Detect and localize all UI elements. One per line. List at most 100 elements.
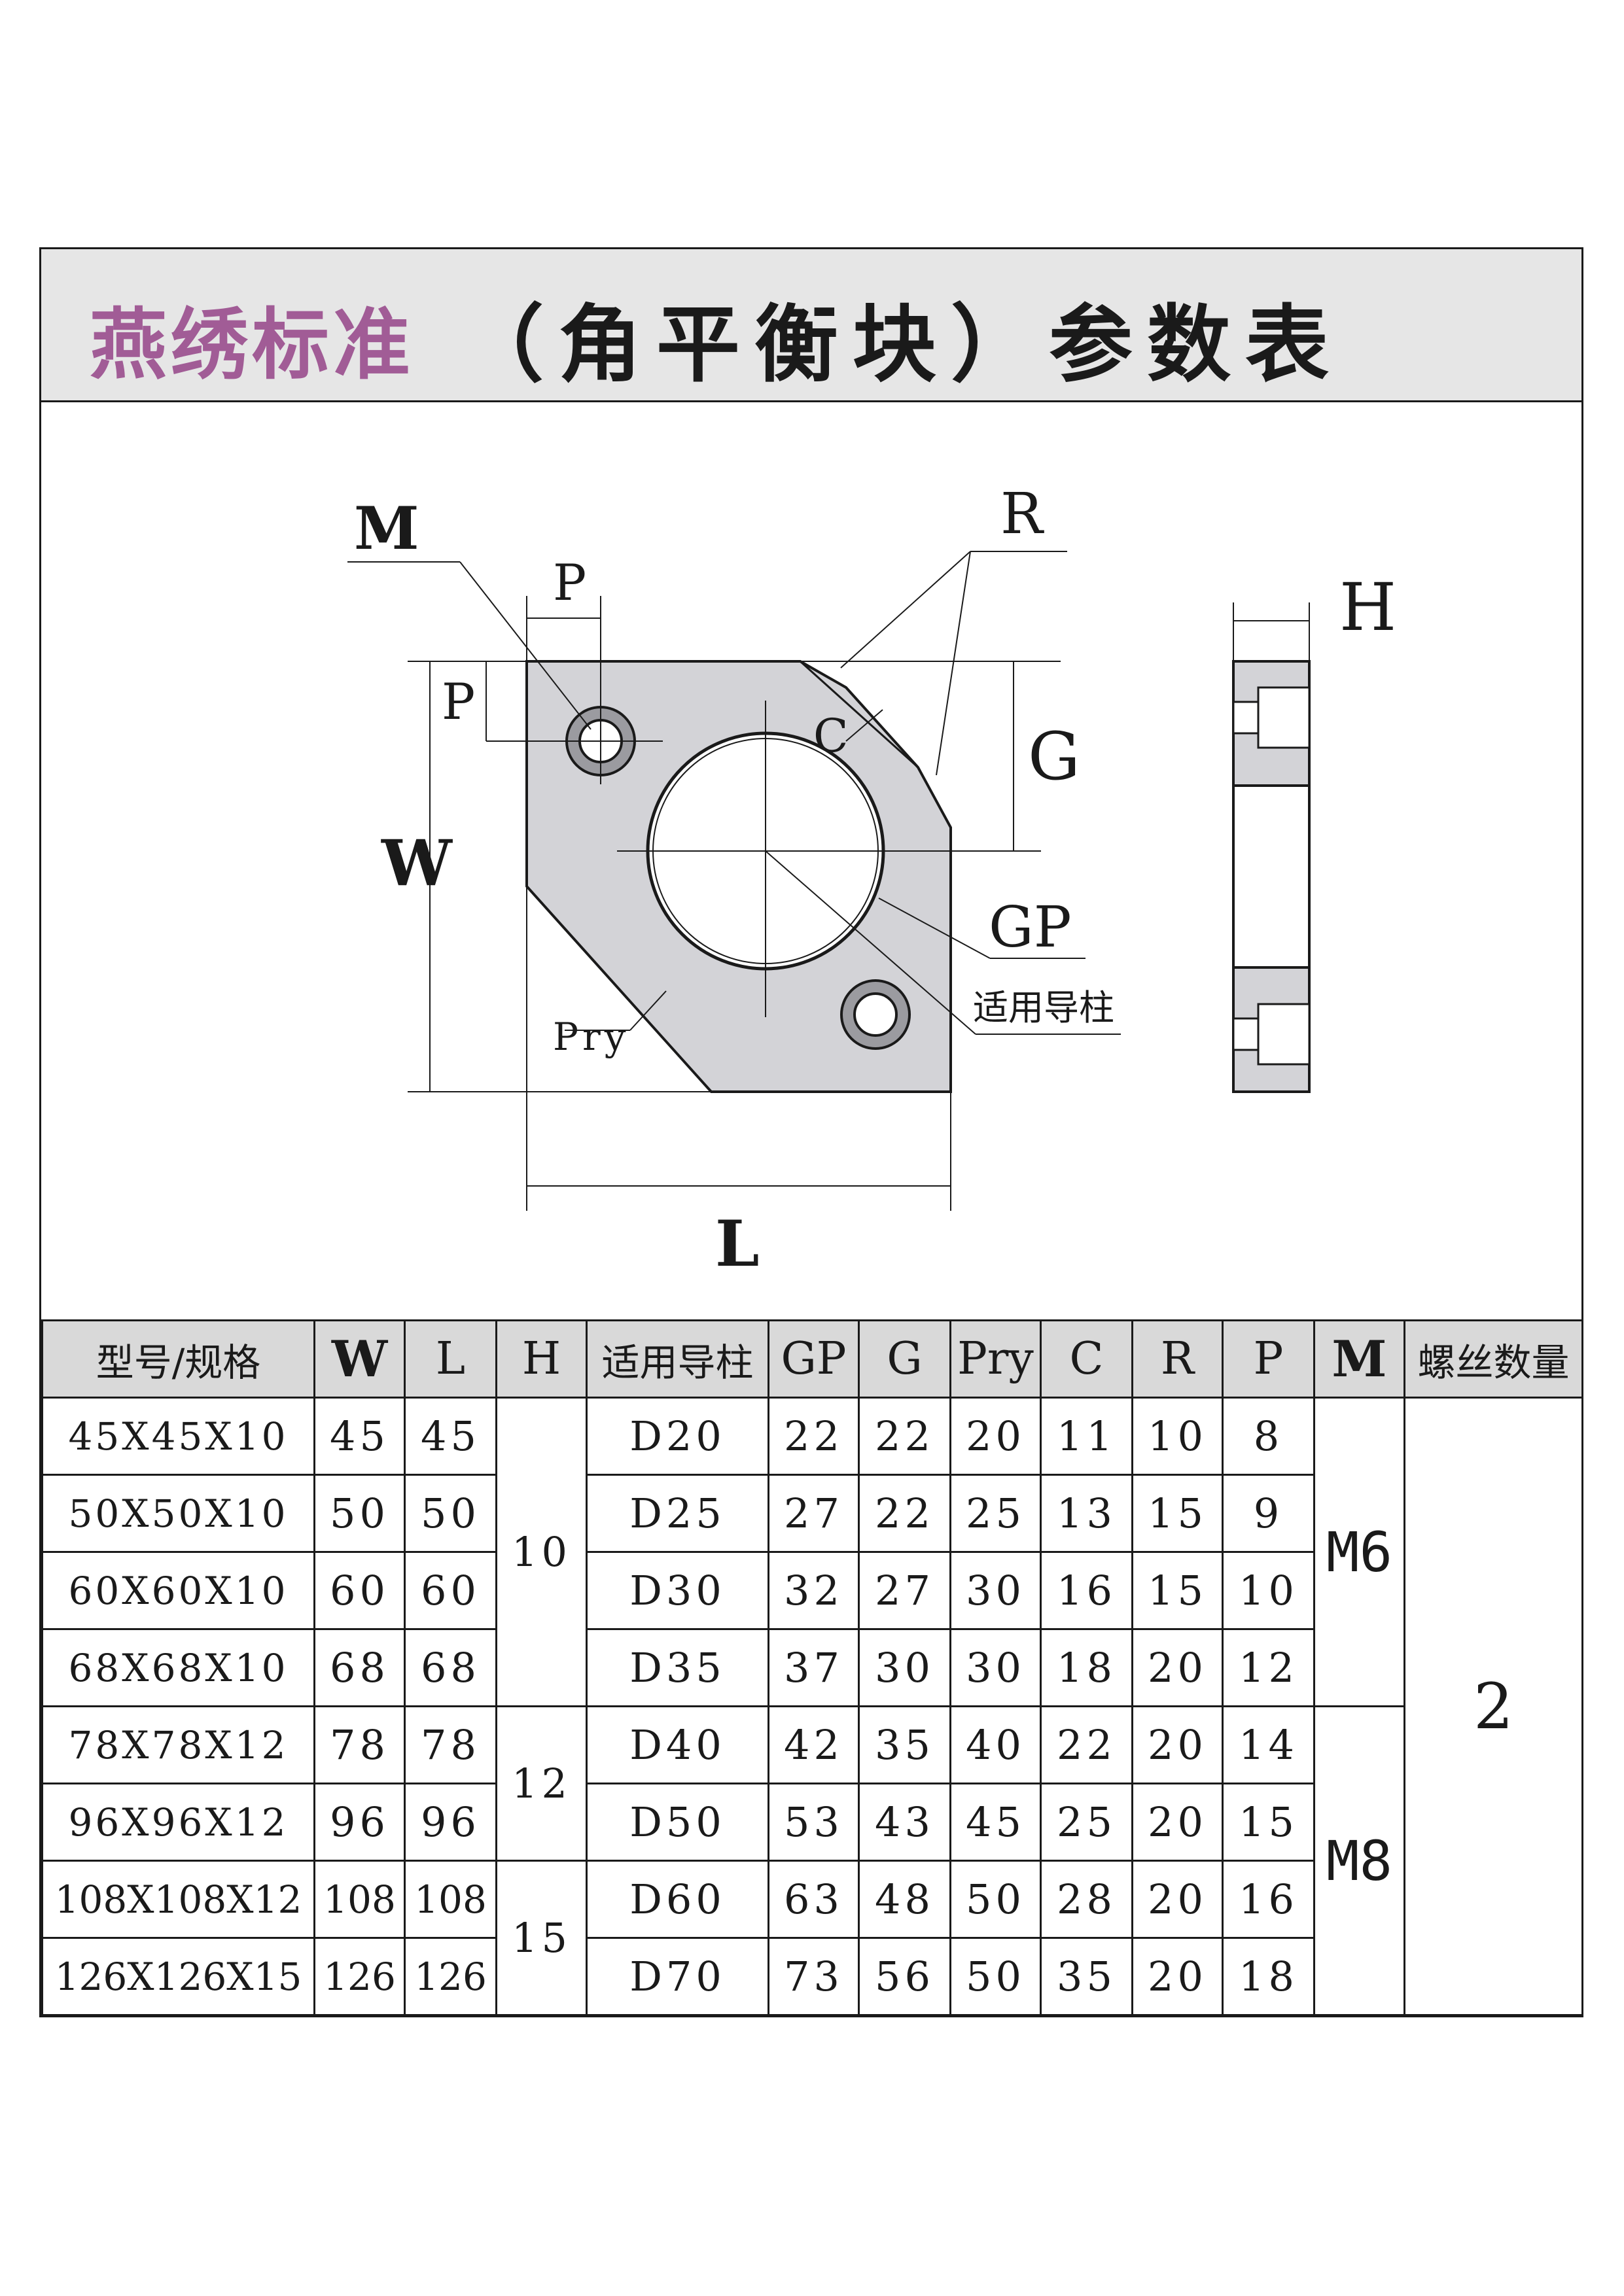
cell-l: 60 — [404, 1551, 497, 1630]
screw-hole-bottom-inner — [853, 992, 898, 1037]
cell-p: 9 — [1222, 1474, 1315, 1553]
table-row: 78X78X12 78 78 12 D40 42 35 40 22 20 14 … — [41, 1705, 1583, 2016]
cell-g: 48 — [858, 1860, 951, 1939]
table-row: 96X96X12 96 96 D50 53 43 45 25 20 15 — [41, 1783, 1583, 1862]
title-bar: 燕绣标准 （角平衡块）参数表 — [41, 249, 1581, 402]
cell-pry: 50 — [949, 1937, 1042, 2016]
label-p-side: P — [442, 672, 475, 731]
label-r: R — [1000, 481, 1044, 547]
cell-w: 50 — [313, 1474, 406, 1553]
cell-gp: 53 — [768, 1783, 860, 1862]
header-g: G — [858, 1319, 951, 1399]
label-g: G — [1028, 718, 1080, 795]
cell-r: 15 — [1131, 1551, 1224, 1630]
cell-g: 27 — [858, 1551, 951, 1630]
header-w: W — [313, 1319, 406, 1399]
gp-leader — [878, 897, 1086, 959]
cell-h-group: 10 — [495, 1397, 588, 1707]
label-w: W — [381, 826, 453, 900]
cell-r: 20 — [1131, 1628, 1224, 1707]
cell-guide: D25 — [586, 1474, 769, 1553]
cell-w: 68 — [313, 1628, 406, 1707]
table-row: 45X45X10 45 45 10 D20 22 22 20 11 10 8 M… — [41, 1397, 1583, 2016]
label-m: M — [354, 494, 419, 563]
r-leader — [840, 551, 1067, 776]
label-pry: Pry — [553, 1015, 630, 1059]
cell-spec: 96X96X12 — [41, 1783, 315, 1862]
cell-guide: D70 — [586, 1937, 769, 2016]
cell-c: 13 — [1040, 1474, 1133, 1553]
cell-p: 16 — [1222, 1860, 1315, 1939]
l-dimension — [526, 886, 951, 1211]
guide-leader — [765, 850, 1121, 1035]
cell-w: 60 — [313, 1551, 406, 1630]
cell-r: 20 — [1131, 1783, 1224, 1862]
cell-w: 108 — [313, 1860, 406, 1939]
cell-spec: 126X126X15 — [41, 1937, 315, 2016]
cell-l: 126 — [404, 1937, 497, 2016]
cell-w: 96 — [313, 1783, 406, 1862]
cell-c: 25 — [1040, 1783, 1133, 1862]
header-p: P — [1222, 1319, 1315, 1399]
cell-w: 45 — [313, 1397, 406, 1476]
chamfer-c-line — [799, 660, 919, 769]
g-dimension — [800, 661, 1061, 851]
cell-g: 56 — [858, 1937, 951, 2016]
cell-pry: 25 — [949, 1474, 1042, 1553]
parameter-sheet: 燕绣标准 （角平衡块）参数表 — [39, 247, 1583, 2017]
label-p-top: P — [553, 553, 586, 612]
label-h: H — [1339, 569, 1396, 646]
cell-g: 43 — [858, 1783, 951, 1862]
drawing-svg: W L P P M — [347, 481, 1396, 1281]
cell-r: 20 — [1131, 1860, 1224, 1939]
cell-pry: 45 — [949, 1783, 1042, 1862]
cell-g: 22 — [858, 1397, 951, 1476]
cell-h-group: 12 — [495, 1705, 588, 1862]
cell-pry: 50 — [949, 1860, 1042, 1939]
label-c: C — [813, 709, 849, 763]
table-row: 60X60X10 60 60 D30 32 27 30 16 15 10 — [41, 1551, 1583, 1630]
cell-spec: 108X108X12 — [41, 1860, 315, 1939]
cell-m-group: M8 — [1313, 1705, 1405, 2016]
cell-spec: 60X60X10 — [41, 1551, 315, 1630]
cell-r: 20 — [1131, 1705, 1224, 1784]
header-m: M — [1313, 1319, 1405, 1399]
cell-gp: 32 — [768, 1551, 860, 1630]
cell-guide: D60 — [586, 1860, 769, 1939]
cell-spec: 68X68X10 — [41, 1628, 315, 1707]
table-row: 126X126X15 126 126 D70 73 56 50 35 20 18 — [41, 1937, 1583, 2016]
parameter-table: 型号/规格 W L H 适用导柱 GP G Pry C R P M 螺丝数量 4… — [41, 1319, 1583, 2016]
cell-w: 78 — [313, 1705, 406, 1784]
cell-p: 10 — [1222, 1551, 1315, 1630]
cell-p: 15 — [1222, 1783, 1315, 1862]
table-row: 108X108X12 108 108 15 D60 63 48 50 28 20… — [41, 1860, 1583, 2016]
cell-guide: D40 — [586, 1705, 769, 1784]
cell-c: 18 — [1040, 1628, 1133, 1707]
cell-guide: D20 — [586, 1397, 769, 1476]
cell-guide: D35 — [586, 1628, 769, 1707]
cell-r: 10 — [1131, 1397, 1224, 1476]
cell-p: 18 — [1222, 1937, 1315, 2016]
cell-l: 78 — [404, 1705, 497, 1784]
table-row: 50X50X10 50 50 D25 27 22 25 13 15 9 — [41, 1474, 1583, 1553]
cell-screw-count: 2 — [1403, 1397, 1583, 2016]
header-guide: 适用导柱 — [586, 1319, 769, 1399]
cell-pry: 30 — [949, 1551, 1042, 1630]
c-leader — [845, 709, 883, 742]
cell-r: 15 — [1131, 1474, 1224, 1553]
cell-c: 16 — [1040, 1551, 1133, 1630]
cell-gp: 42 — [768, 1705, 860, 1784]
table-header-row: 型号/规格 W L H 适用导柱 GP G Pry C R P M 螺丝数量 — [41, 1319, 1583, 1399]
cell-g: 22 — [858, 1474, 951, 1553]
cell-p: 12 — [1222, 1628, 1315, 1707]
cell-r: 20 — [1131, 1937, 1224, 2016]
header-screw-count: 螺丝数量 — [1403, 1319, 1583, 1399]
cell-c: 28 — [1040, 1860, 1133, 1939]
page-title: （角平衡块）参数表 — [460, 296, 1344, 394]
header-l: L — [404, 1319, 497, 1399]
table-row: 68X68X10 68 68 D35 37 30 30 18 20 12 — [41, 1628, 1583, 1707]
cell-gp: 73 — [768, 1937, 860, 2016]
cell-l: 96 — [404, 1783, 497, 1862]
cell-gp: 22 — [768, 1397, 860, 1476]
cell-h-group: 15 — [495, 1860, 588, 2016]
